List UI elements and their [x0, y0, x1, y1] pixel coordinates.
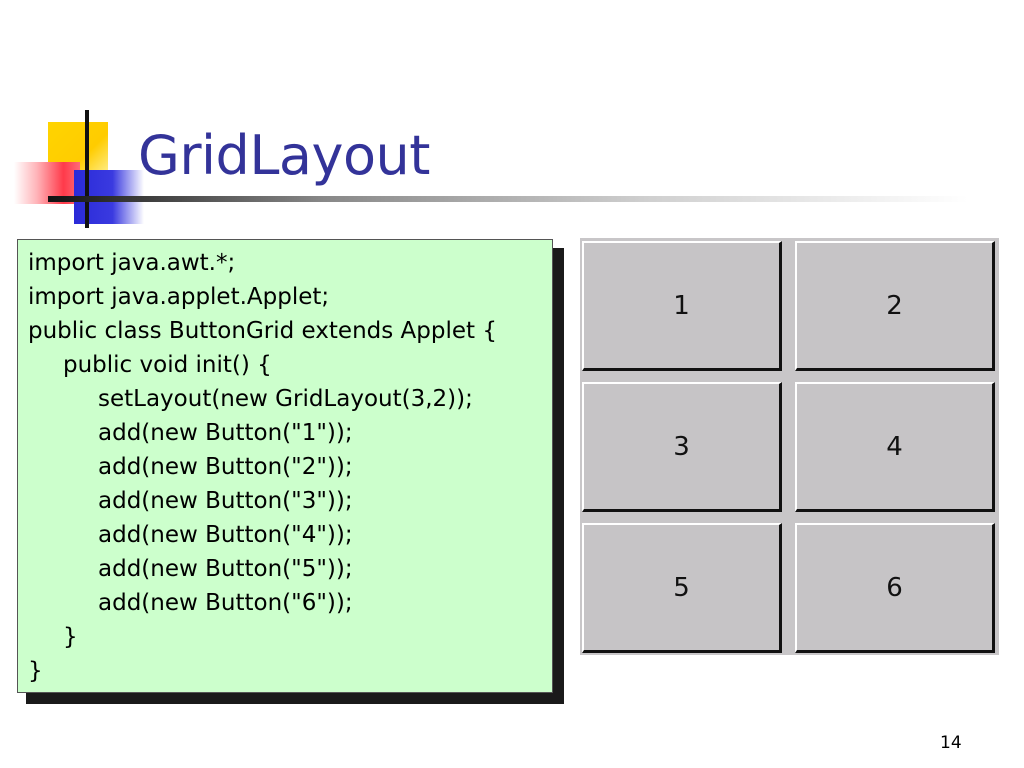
- code-line: }: [63, 624, 78, 650]
- code-line: import java.awt.*;: [28, 250, 236, 276]
- code-line: setLayout(new GridLayout(3,2));: [98, 386, 473, 412]
- code-line: add(new Button("2"));: [98, 454, 353, 480]
- code-line: add(new Button("6"));: [98, 590, 353, 616]
- grid-button-2[interactable]: 2: [795, 241, 995, 371]
- code-line: add(new Button("5"));: [98, 556, 353, 582]
- grid-button-6[interactable]: 6: [795, 523, 995, 653]
- grid-button-4[interactable]: 4: [795, 382, 995, 512]
- code-line: }: [28, 658, 43, 684]
- grid-button-3[interactable]: 3: [582, 382, 782, 512]
- code-line: public void init() {: [63, 352, 272, 378]
- code-line: import java.applet.Applet;: [28, 284, 330, 310]
- grid-button-5[interactable]: 5: [582, 523, 782, 653]
- slide-title: GridLayout: [138, 124, 430, 187]
- applet-button-grid: 1 2 3 4 5 6: [580, 238, 999, 655]
- slide-page-number: 14: [940, 733, 962, 753]
- code-line: add(new Button("1"));: [98, 420, 353, 446]
- code-line: add(new Button("3"));: [98, 488, 353, 514]
- code-box: import java.awt.*; import java.applet.Ap…: [17, 239, 553, 693]
- code-line: public class ButtonGrid extends Applet {: [28, 318, 497, 344]
- logo-vertical-line: [85, 110, 89, 228]
- grid-button-1[interactable]: 1: [582, 241, 782, 371]
- code-line: add(new Button("4"));: [98, 522, 353, 548]
- title-underline: [48, 196, 968, 202]
